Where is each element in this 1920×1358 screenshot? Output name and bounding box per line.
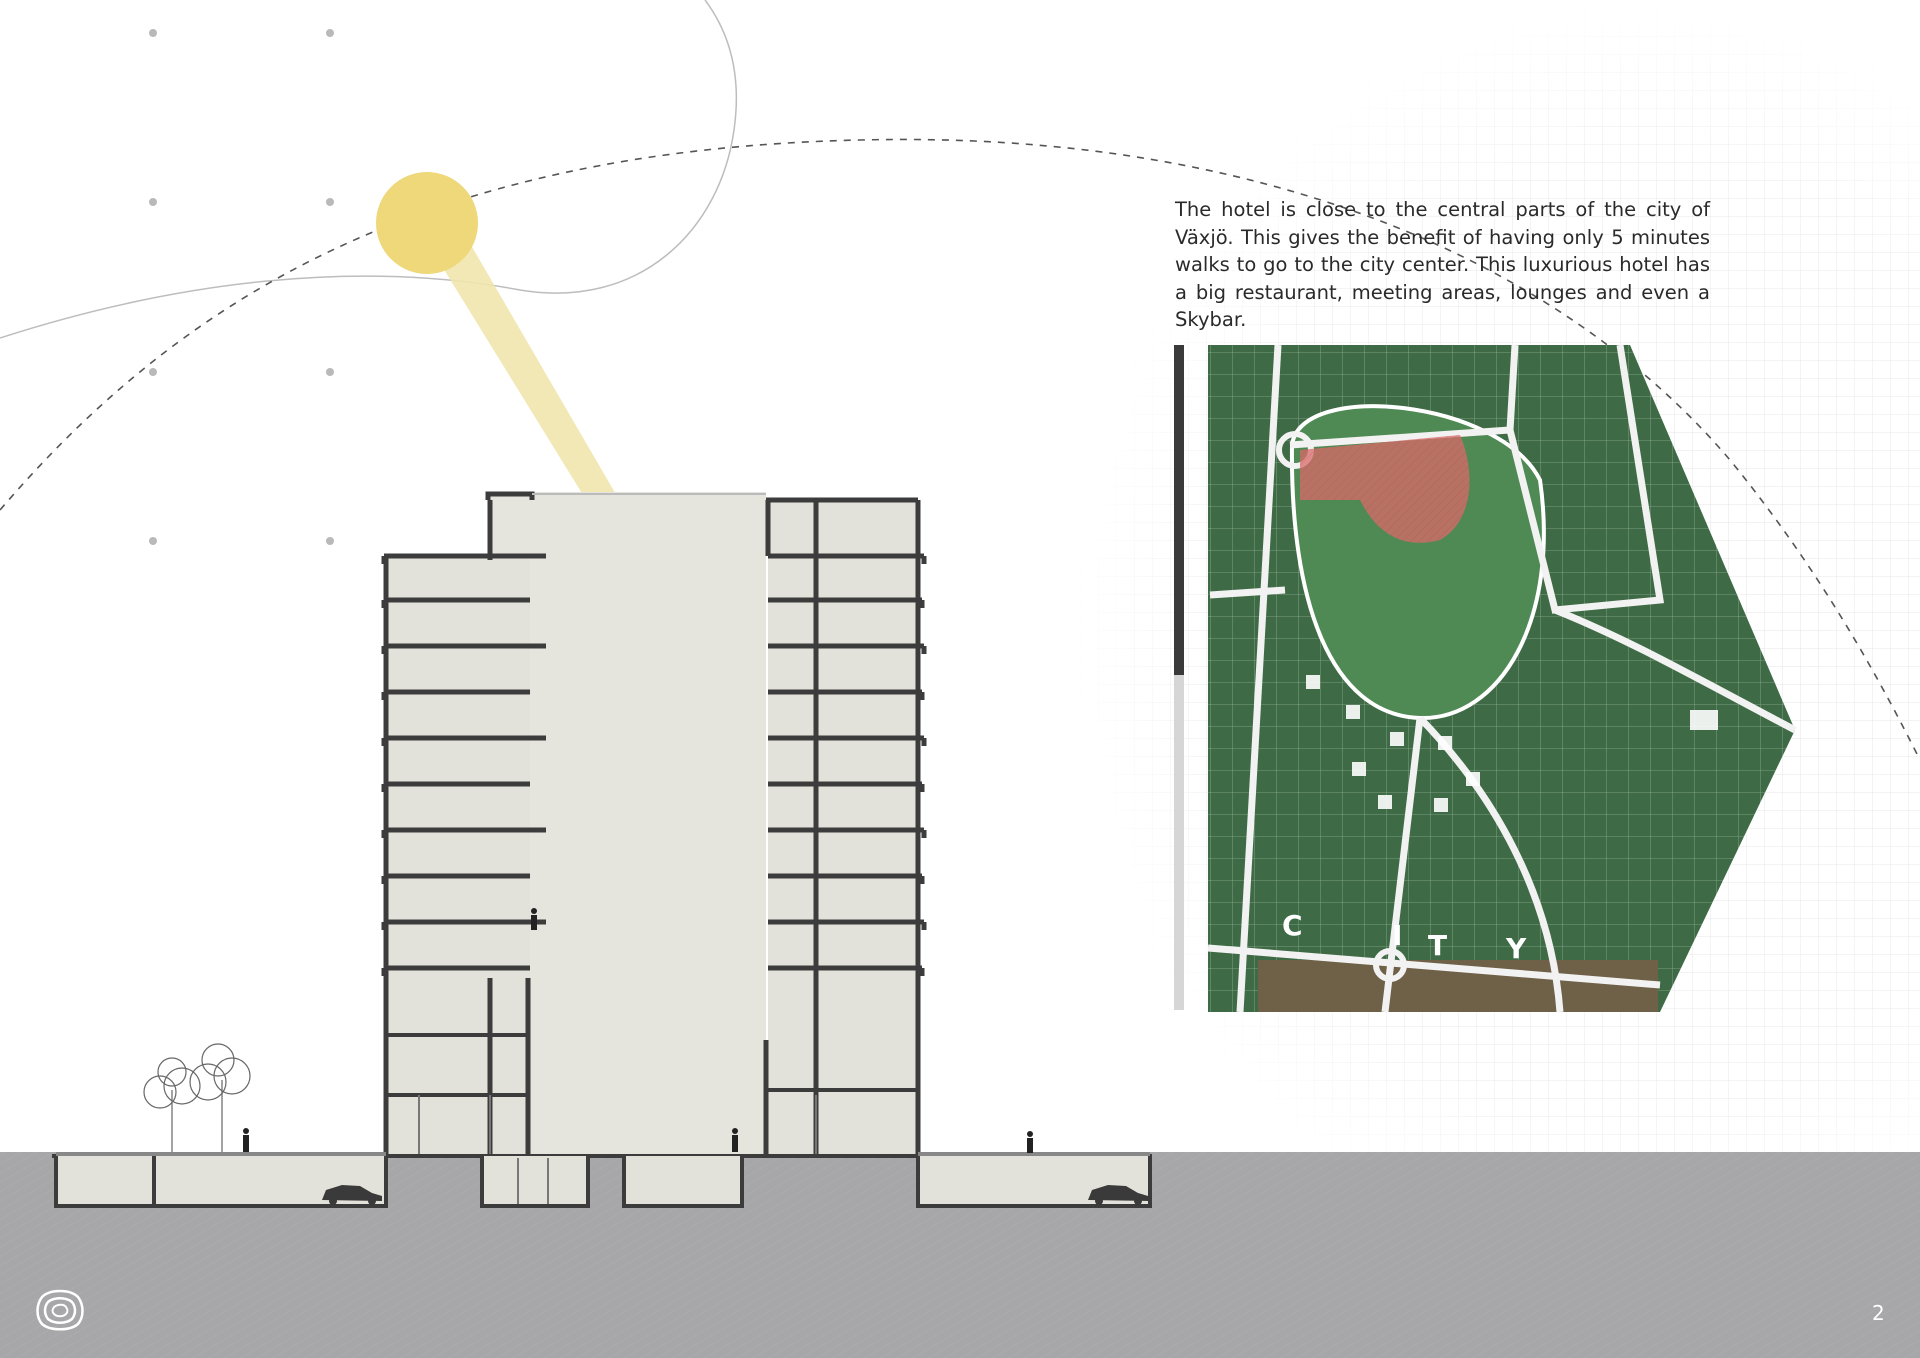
city-letter: T [1428, 929, 1447, 962]
dot-grid [149, 29, 334, 545]
site-map: C I T Y [1174, 344, 1797, 1013]
page-number: 2 [1872, 1301, 1885, 1325]
contour-logo-icon [36, 1289, 84, 1331]
floor-slabs [381, 553, 927, 976]
right-wing [768, 500, 918, 1154]
sun-path-dashed [0, 138, 1920, 761]
city-letter: Y [1505, 932, 1527, 965]
person-icon [531, 908, 537, 930]
description-text: The hotel is close to the central parts … [1175, 198, 1710, 331]
building-core [488, 492, 766, 1154]
person-icon [1027, 1131, 1033, 1153]
city-label: C I T Y [1282, 909, 1527, 965]
map-roads [1207, 344, 1797, 1013]
city-letter: C [1282, 909, 1303, 942]
tree-icon [143, 1043, 251, 1152]
sun-icon [376, 172, 478, 274]
person-icon [243, 1128, 249, 1152]
roundabout [1373, 948, 1407, 982]
city-letter: I [1392, 919, 1402, 952]
map-scale-bar-light [1174, 675, 1184, 1010]
sun-path-curve [0, 0, 738, 339]
person-icon [732, 1128, 738, 1152]
left-wing [386, 556, 530, 1154]
hotel-section [52, 491, 1152, 1208]
car-icon [322, 1185, 382, 1205]
map-building-markers [1306, 675, 1718, 812]
car-icon [1088, 1185, 1148, 1205]
map-scale-bar [1174, 345, 1184, 675]
sun-ray [435, 240, 660, 570]
